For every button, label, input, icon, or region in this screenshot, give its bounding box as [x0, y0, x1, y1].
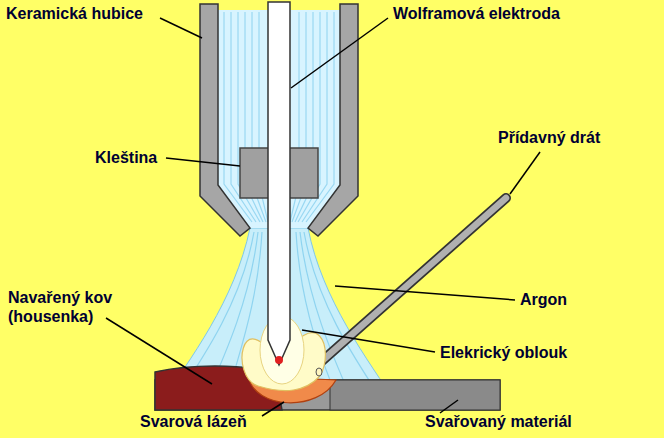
part-label: Argon [520, 290, 567, 309]
ceramic-nozzle-left [200, 4, 250, 236]
electrode-tip [275, 356, 283, 364]
part-label: Keramická hubice [6, 4, 143, 23]
part-label: Elekrický oblouk [440, 343, 567, 362]
workpiece-shade [330, 380, 500, 410]
part-label: Přídavný drát [498, 128, 600, 147]
tungsten-electrode [268, 2, 290, 365]
ceramic-nozzle-right [308, 4, 358, 236]
part-label: Svařovaný materiál [425, 412, 572, 431]
part-label: Svarová lázeň [140, 412, 247, 431]
filler-drop [316, 368, 322, 376]
part-label: Kleština [95, 148, 157, 167]
part-label: Wolframová elektroda [393, 4, 560, 23]
part-label: Navařený kov (housenka) [8, 288, 133, 326]
